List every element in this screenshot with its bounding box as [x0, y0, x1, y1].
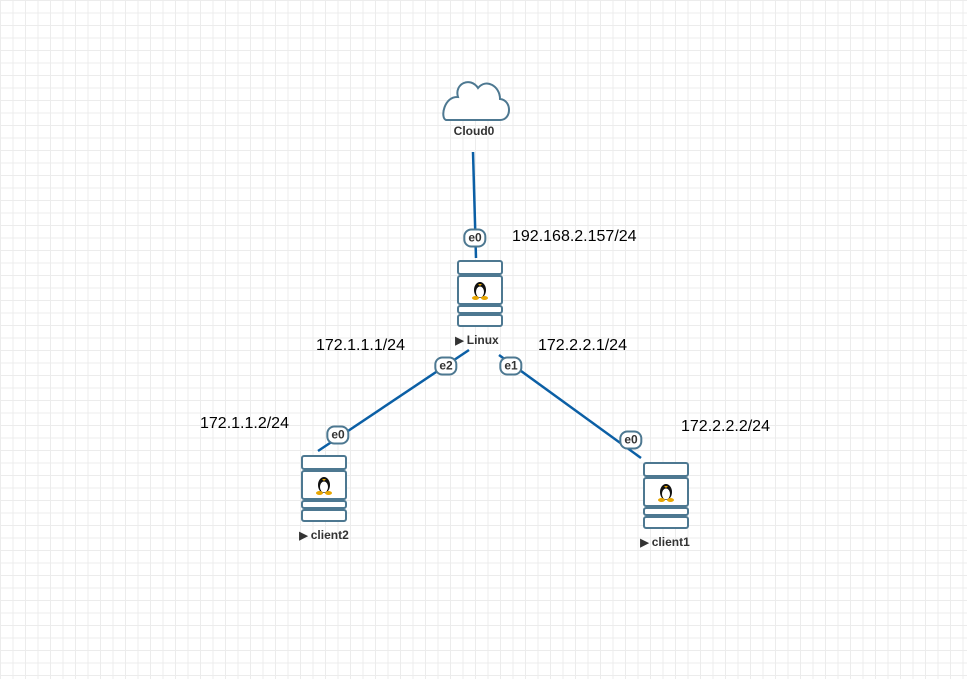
- penguin-icon: [658, 484, 674, 502]
- node-name: client1: [651, 535, 690, 549]
- ip-label-client2-e0: 172.1.1.2/24: [200, 415, 289, 432]
- node-name: client2: [310, 528, 349, 542]
- interface-client2-e0[interactable]: e0: [326, 425, 350, 445]
- interface-linux-e2[interactable]: e2: [434, 356, 458, 376]
- interface-linux-e0[interactable]: e0: [463, 228, 487, 248]
- node-linux[interactable]: [457, 260, 503, 328]
- linux-server-icon: [301, 455, 347, 523]
- node-label-client2[interactable]: ▶client2: [299, 528, 348, 542]
- penguin-icon: [472, 282, 488, 300]
- play-icon[interactable]: ▶: [455, 335, 464, 347]
- node-name: Linux: [466, 333, 499, 347]
- link-linux-client1[interactable]: [498, 353, 642, 460]
- linux-server-icon: [643, 462, 689, 530]
- play-icon[interactable]: ▶: [299, 530, 308, 542]
- ip-label-linux-e0: 192.168.2.157/24: [512, 228, 637, 245]
- node-label-cloud0[interactable]: Cloud0: [453, 124, 495, 138]
- cloud-icon[interactable]: [442, 81, 510, 121]
- penguin-icon: [316, 477, 332, 495]
- play-icon[interactable]: ▶: [640, 537, 649, 549]
- linux-server-icon: [457, 260, 503, 328]
- ip-label-linux-e2: 172.1.1.1/24: [316, 337, 405, 354]
- node-client1[interactable]: [643, 462, 689, 530]
- node-label-linux[interactable]: ▶Linux: [455, 333, 498, 347]
- interface-client1-e0[interactable]: e0: [619, 430, 643, 450]
- interface-linux-e1[interactable]: e1: [499, 356, 523, 376]
- ip-label-client1-e0: 172.2.2.2/24: [681, 418, 770, 435]
- node-client2[interactable]: [301, 455, 347, 523]
- node-label-client1[interactable]: ▶client1: [640, 535, 689, 549]
- ip-label-linux-e1: 172.2.2.1/24: [538, 337, 627, 354]
